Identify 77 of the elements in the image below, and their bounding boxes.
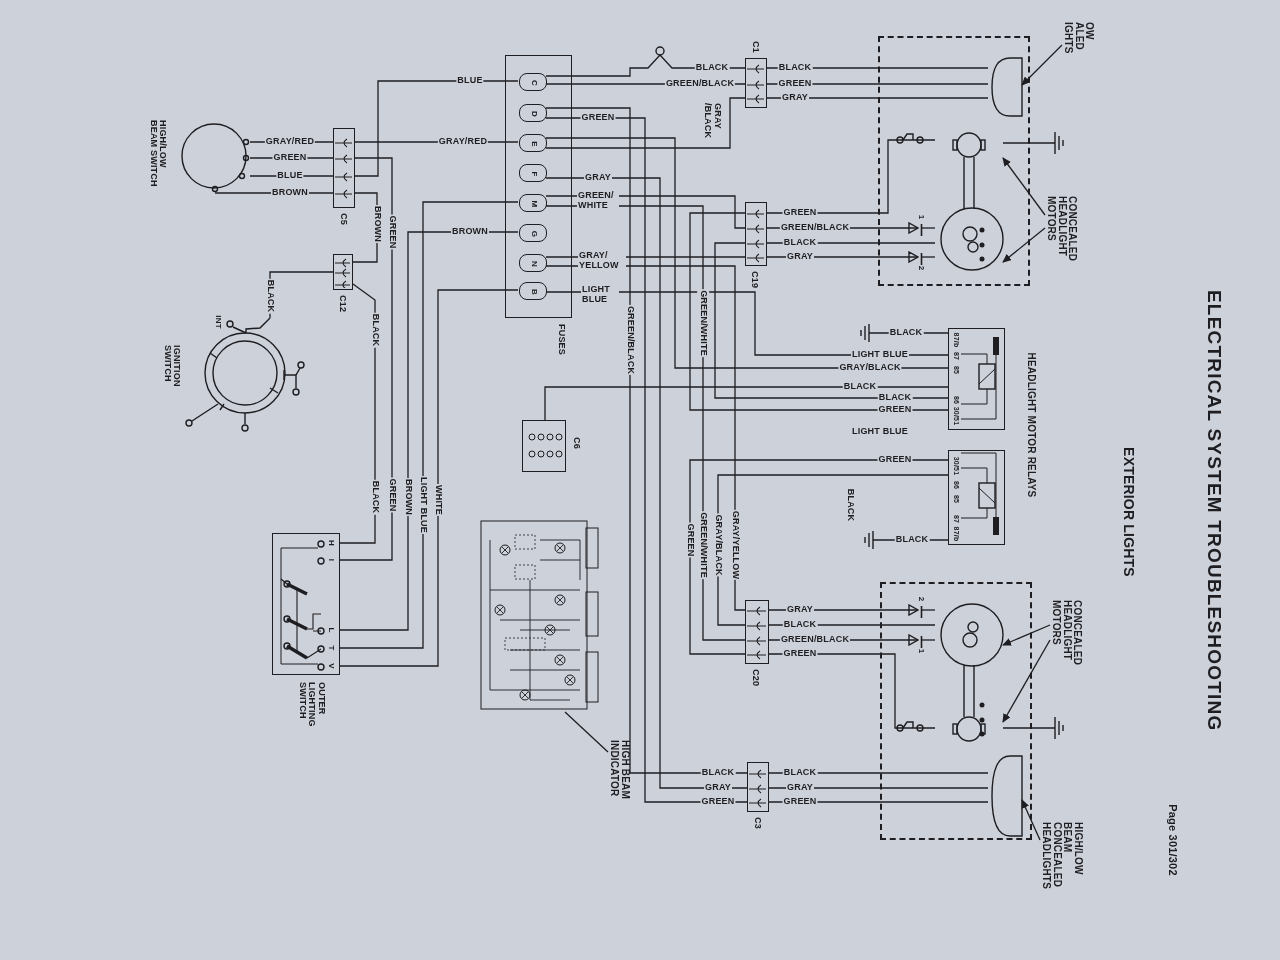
fuse-label: D (529, 111, 539, 117)
subtitle: EXTERIOR LIGHTS (1120, 447, 1136, 577)
component-label: IGNITION SWITCH (162, 345, 182, 389)
connector-label: C20 (750, 669, 760, 687)
leader-line (768, 604, 919, 616)
wire (768, 772, 989, 774)
wire (766, 83, 989, 85)
connector-label: C5 (338, 213, 348, 225)
wire (768, 787, 989, 789)
page-number: Page 301/302 (1166, 804, 1178, 876)
wire (920, 256, 936, 258)
connector-label: C6 (571, 437, 581, 449)
leader-line (1002, 624, 1051, 646)
terminal-label: L (326, 627, 336, 633)
wire (920, 609, 936, 611)
fuse-label: B (529, 289, 539, 295)
diode-number: 2 (916, 265, 926, 271)
wire (1002, 142, 1051, 144)
leader-line (1002, 639, 1051, 723)
wire (354, 80, 519, 177)
wire (766, 67, 989, 69)
diode-number: 1 (916, 214, 926, 220)
leader-line (1021, 799, 1041, 841)
wire (544, 386, 949, 421)
dashed-enclosure (878, 36, 1030, 286)
connector-label: C1 (750, 41, 760, 53)
component-label: HEADLIGHT MOTOR RELAYS (1025, 352, 1037, 498)
leader-line (766, 251, 919, 263)
fuse (519, 104, 547, 122)
wire (768, 801, 989, 803)
fuse-label: F (529, 171, 539, 177)
callout-label: CONCEALED HEADLIGHT MOTORS (1045, 196, 1078, 284)
wire-label: GREEN/WHITE (697, 289, 709, 357)
terminal-label: H (326, 540, 336, 546)
fuse (519, 282, 547, 300)
dashed-enclosure (880, 582, 1032, 840)
component-label: FUSES (556, 324, 566, 355)
fuse-label: N (529, 261, 539, 267)
component-label: OUTER LIGHTING SWITCH (297, 682, 327, 729)
connector-label: C12 (337, 295, 347, 313)
terminal-label: T (326, 645, 336, 651)
fuse (519, 164, 547, 182)
diode-number: 2 (916, 596, 926, 602)
callout-label: CONCEALED HEADLIGHT MOTORS (1050, 600, 1083, 688)
fuse-label: G (529, 230, 539, 238)
wire (920, 227, 936, 229)
wire (1002, 727, 1051, 729)
wire (564, 711, 609, 753)
diode-number: 1 (916, 648, 926, 654)
leader-line (1002, 157, 1046, 216)
wire (339, 289, 519, 667)
fuse (519, 194, 547, 212)
terminal-label: V (326, 663, 336, 669)
wire (920, 639, 936, 641)
fuse (519, 134, 547, 152)
wire (714, 242, 949, 399)
connector-label: C19 (749, 271, 759, 289)
leader-line (1002, 227, 1046, 263)
fuse-label: E (529, 141, 539, 147)
callout-label: HIGH BEAM INDICATOR (608, 740, 630, 812)
callout-label: OW ALED IGHTS (1062, 22, 1095, 62)
fuse (519, 254, 547, 272)
terminal-label: INT (213, 315, 223, 329)
callout-label: HIGH/LOW BEAM CONCEALED HEADLIGHTS (1040, 822, 1084, 900)
fuse-label: C (529, 80, 539, 86)
fuse (519, 224, 547, 242)
fuse (519, 73, 547, 91)
wire (689, 212, 949, 411)
wire (545, 97, 746, 149)
leader-line (1021, 44, 1063, 86)
wire (545, 137, 949, 369)
connector-label: C3 (752, 817, 762, 829)
wire (766, 97, 989, 99)
component-label: HIGH/LOW BEAM SWITCH (148, 120, 168, 189)
terminal-label: I (326, 558, 336, 562)
fuse-label: M (529, 200, 539, 208)
page-title: ELECTRICAL SYSTEM TROUBLESHOOTING (1203, 290, 1224, 732)
